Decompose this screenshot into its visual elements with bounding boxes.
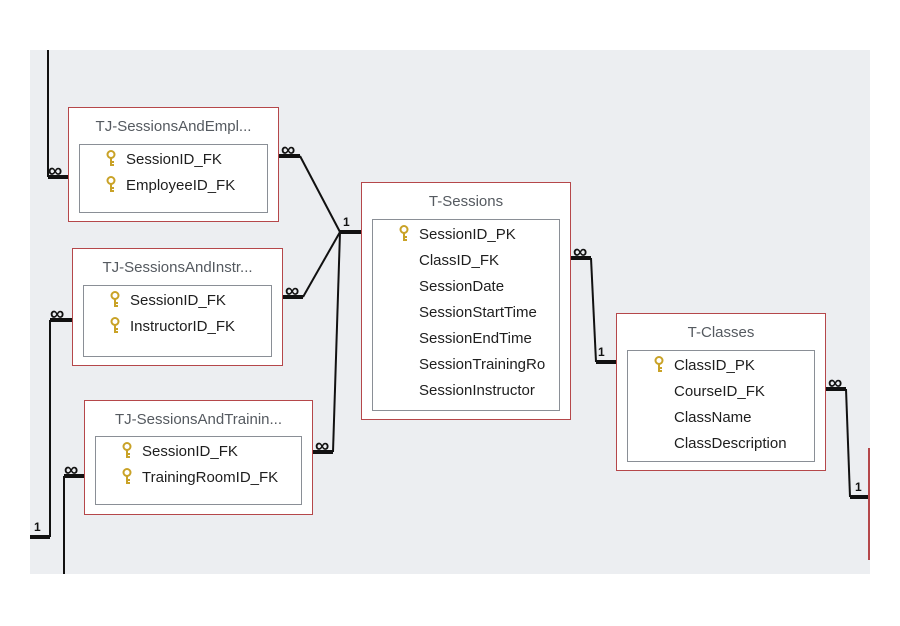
key-icon <box>122 442 132 460</box>
many-symbol: ∞ <box>828 372 843 394</box>
field-label: SessionID_FK <box>130 292 226 309</box>
key-icon <box>110 317 120 335</box>
field-item[interactable]: ClassName <box>628 405 814 431</box>
field-label: SessionID_FK <box>126 151 222 168</box>
relationship-line <box>299 155 341 233</box>
many-symbol: ∞ <box>50 303 65 325</box>
many-symbol: ∞ <box>64 459 79 481</box>
many-symbol: ∞ <box>285 280 300 302</box>
key-icon <box>399 225 409 243</box>
field-label: SessionDate <box>419 278 505 295</box>
field-item[interactable]: ClassDescription <box>628 431 814 457</box>
field-item[interactable]: CourseID_FK <box>628 379 814 405</box>
one-symbol: 1 <box>855 480 862 494</box>
many-symbol: ∞ <box>48 160 63 182</box>
field-list[interactable]: SessionID_PK ClassID_FK SessionDate Sess… <box>372 219 560 411</box>
field-item[interactable]: SessionDate <box>373 274 559 300</box>
relationship-line <box>302 231 341 298</box>
key-icon <box>110 291 120 309</box>
key-icon <box>106 176 116 194</box>
field-list[interactable]: SessionID_FK EmployeeID_FK <box>79 144 268 213</box>
table-tj-sessions-and-training-rooms[interactable]: TJ-SessionsAndTrainin... SessionID_FK Tr… <box>84 400 313 515</box>
field-item[interactable]: SessionTrainingRo <box>373 352 559 378</box>
field-label: SessionID_PK <box>419 226 516 243</box>
field-item[interactable]: SessionID_FK <box>96 439 301 465</box>
field-item[interactable]: ClassID_PK <box>628 353 814 379</box>
field-label: CourseID_FK <box>674 383 765 400</box>
key-icon <box>654 356 664 374</box>
field-item[interactable]: SessionInstructor <box>373 378 559 404</box>
table-t-sessions[interactable]: T-Sessions SessionID_PK ClassID_FK Sessi… <box>361 182 571 420</box>
field-label: ClassID_PK <box>674 357 755 374</box>
many-symbol: ∞ <box>573 241 588 263</box>
relationship-line <box>590 257 597 363</box>
field-item[interactable]: SessionID_PK <box>373 222 559 248</box>
table-t-classes[interactable]: T-Classes ClassID_PK CourseID_FK ClassNa… <box>616 313 826 471</box>
table-title: TJ-SessionsAndTrainin... <box>114 411 282 428</box>
relationship-line <box>332 231 341 453</box>
field-item[interactable]: SessionEndTime <box>373 326 559 352</box>
table-title: T-Classes <box>687 324 755 341</box>
field-item[interactable]: InstructorID_FK <box>84 314 271 340</box>
field-label: SessionStartTime <box>419 304 537 321</box>
field-label: SessionTrainingRo <box>419 356 546 373</box>
field-label: TrainingRoomID_FK <box>142 469 279 486</box>
field-label: ClassName <box>674 409 752 426</box>
many-symbol: ∞ <box>315 435 330 457</box>
one-symbol: 1 <box>34 520 41 534</box>
field-list[interactable]: SessionID_FK TrainingRoomID_FK <box>95 436 302 505</box>
one-symbol: 1 <box>598 345 605 359</box>
field-list[interactable]: ClassID_PK CourseID_FK ClassName ClassDe… <box>627 350 815 462</box>
field-label: ClassID_FK <box>419 252 500 269</box>
field-label: SessionEndTime <box>419 330 532 347</box>
field-label: SessionID_FK <box>142 443 238 460</box>
field-label: InstructorID_FK <box>130 318 236 335</box>
field-label: ClassDescription <box>674 435 787 452</box>
key-icon <box>122 468 132 486</box>
field-label: EmployeeID_FK <box>126 177 236 194</box>
key-icon <box>106 150 116 168</box>
field-item[interactable]: ClassID_FK <box>373 248 559 274</box>
one-symbol: 1 <box>343 215 350 229</box>
field-list[interactable]: SessionID_FK InstructorID_FK <box>83 285 272 357</box>
table-tj-sessions-and-employees[interactable]: TJ-SessionsAndEmpl... SessionID_FK Emplo… <box>68 107 279 222</box>
field-item[interactable]: SessionStartTime <box>373 300 559 326</box>
relationship-line <box>845 388 851 498</box>
field-item[interactable]: SessionID_FK <box>80 147 267 173</box>
table-tj-sessions-and-instructors[interactable]: TJ-SessionsAndInstr... SessionID_FK Inst… <box>72 248 283 366</box>
field-item[interactable]: EmployeeID_FK <box>80 173 267 199</box>
table-title: TJ-SessionsAndEmpl... <box>95 118 252 135</box>
field-item[interactable]: TrainingRoomID_FK <box>96 465 301 491</box>
field-label: SessionInstructor <box>419 382 535 399</box>
field-item[interactable]: SessionID_FK <box>84 288 271 314</box>
many-symbol: ∞ <box>281 139 296 161</box>
table-title: T-Sessions <box>428 193 504 210</box>
table-title: TJ-SessionsAndInstr... <box>102 259 253 276</box>
